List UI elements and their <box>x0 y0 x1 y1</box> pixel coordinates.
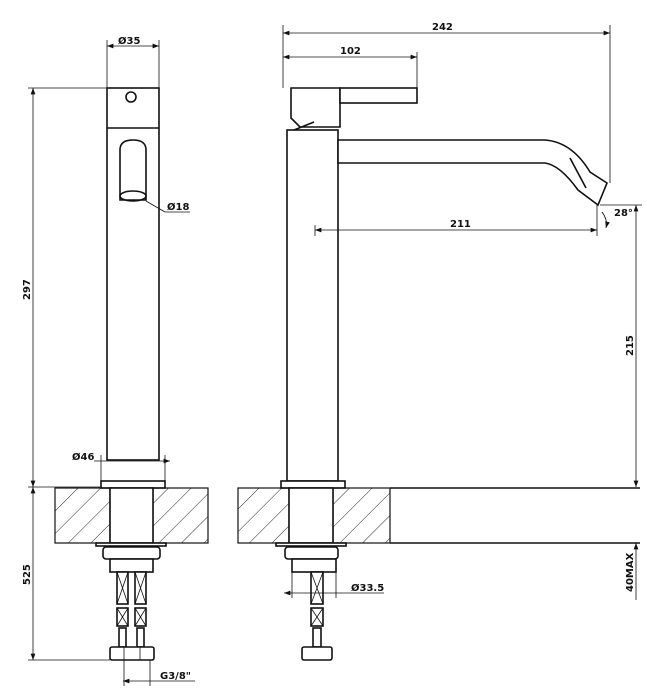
spout-opening <box>119 139 147 201</box>
side-view: 242 102 211 28° 215 40MAX Ø33.5 <box>237 22 642 661</box>
front-view: Ø35 Ø18 297 525 Ø46 G3/8" <box>22 35 209 686</box>
dim-reach-211: 211 <box>450 219 471 230</box>
side-shank <box>288 487 334 544</box>
dim-hose-525: 525 <box>22 564 33 585</box>
dim-height-215: 215 <box>625 335 636 356</box>
hoses <box>109 571 155 661</box>
side-counter-right <box>332 487 391 544</box>
dim-diameter-18: Ø18 <box>167 201 189 213</box>
dim-diameter-33-5: Ø33.5 <box>351 582 384 594</box>
aerator-ring <box>119 190 147 202</box>
dim-depth-242: 242 <box>432 22 453 33</box>
shank <box>109 487 154 544</box>
dim-counter-40max: 40MAX <box>625 552 636 592</box>
dim-thread-g38: G3/8" <box>160 671 191 682</box>
dim-angle-28: 28° <box>614 208 633 219</box>
dim-diameter-35: Ø35 <box>118 35 140 47</box>
shank-lower <box>109 558 154 573</box>
side-counter-left <box>237 487 290 544</box>
counter-section-left <box>54 487 111 544</box>
button-icon <box>125 91 137 103</box>
side-lock-nut <box>284 546 339 560</box>
side-body <box>286 129 339 482</box>
base-flange <box>100 480 166 489</box>
side-base-flange <box>280 480 346 489</box>
dim-height-297: 297 <box>22 279 33 300</box>
lock-nut <box>102 546 161 560</box>
front-body <box>106 87 160 461</box>
handle-body <box>290 87 341 128</box>
dim-diameter-46: Ø46 <box>72 451 94 463</box>
washer <box>95 542 167 547</box>
dim-handle-102: 102 <box>340 46 361 57</box>
spout <box>337 139 608 207</box>
handle-lever <box>339 87 418 104</box>
counter-section-right <box>152 487 209 544</box>
